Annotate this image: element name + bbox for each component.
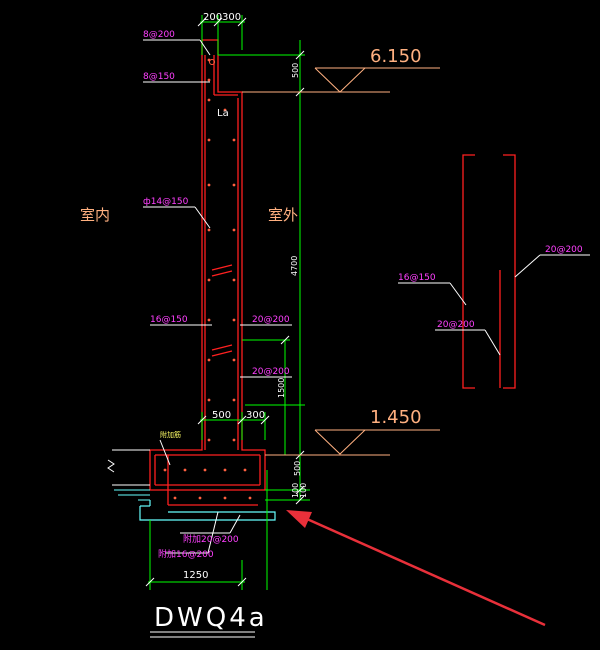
room-outside-label: 室外 <box>268 206 298 224</box>
dimension-lines <box>148 15 310 590</box>
room-inside-label: 室内 <box>80 206 110 224</box>
rebar-label-16-150: 16@150 <box>150 315 188 325</box>
dim-height-4700: 4700 <box>290 256 299 276</box>
dim-footing-width: 1250 <box>183 570 208 581</box>
rebar-label-added-20-200: 附加20@200 <box>183 533 239 545</box>
detail-label-16-150: 16@150 <box>398 273 436 283</box>
detail-label-20-200-right: 20@200 <box>545 245 583 255</box>
pointer-arrow <box>286 510 546 627</box>
base-plate <box>139 500 276 521</box>
elevation-lines <box>242 67 440 456</box>
dim-base-100b: 100 <box>299 483 308 498</box>
detail-label-20-200-left: 20@200 <box>437 320 475 330</box>
rebar-dots <box>163 58 252 500</box>
rebar-label-added: 附加筋 <box>160 430 181 439</box>
rebar-label-8-150: 8@150 <box>143 72 175 82</box>
dim-height-1500: 1500 <box>277 378 286 398</box>
leader-lines <box>143 39 292 554</box>
dim-base-left: 500 <box>212 410 231 421</box>
dim-base-right: 300 <box>246 410 265 421</box>
drawing-title: DWQ4a <box>154 603 268 633</box>
elevation-top-label: 6.150 <box>370 46 422 67</box>
dim-top-500: 500 <box>291 63 300 78</box>
rebar-label-20-200-b: 20@200 <box>252 367 290 377</box>
rebar-detail <box>398 154 590 389</box>
title-underline <box>150 631 255 638</box>
elevation-mid-label: 1.450 <box>370 407 422 428</box>
wall-outline <box>149 39 266 506</box>
rebar-label-added-16-200: 附加16@200 <box>158 548 214 560</box>
dim-base-500: 500 <box>293 461 302 476</box>
rebar-label-8-200: 8@200 <box>143 30 175 40</box>
dim-top-left: 200 <box>203 12 222 23</box>
dim-top-right: 300 <box>222 12 241 23</box>
rebar-label-20-200-a: 20@200 <box>252 315 290 325</box>
anchor-length-label: La <box>217 108 229 119</box>
rebar-label-14-150: ф14@150 <box>143 197 189 207</box>
dim-base-100a: 100 <box>291 483 300 498</box>
dimension-ticks <box>145 17 305 587</box>
slab-hatch <box>114 489 150 501</box>
floor-slab <box>107 449 150 486</box>
